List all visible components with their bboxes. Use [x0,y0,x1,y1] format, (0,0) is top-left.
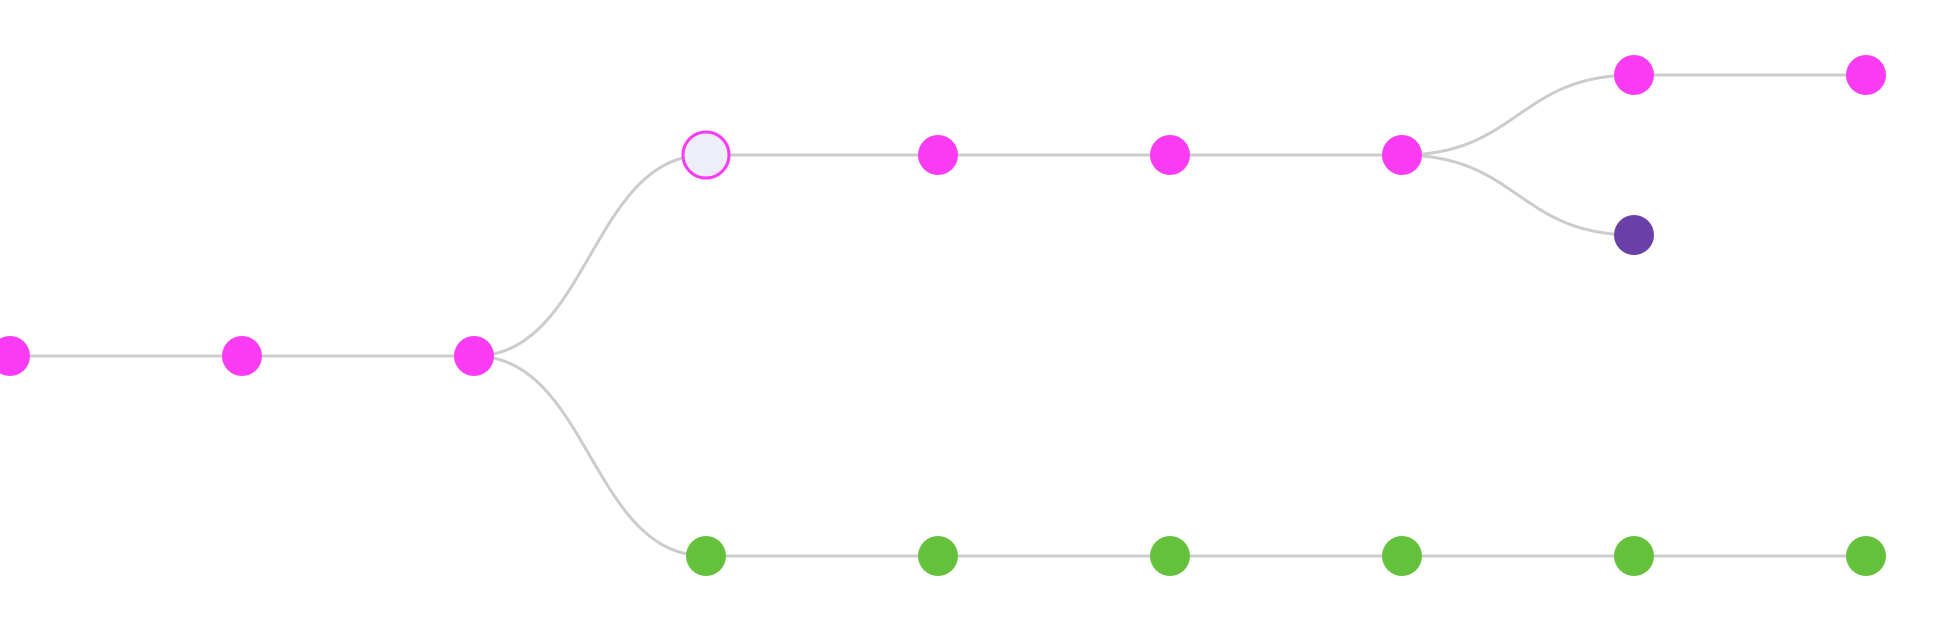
commit-node-m2[interactable] [222,336,262,376]
commit-graph-nodes [0,55,1886,576]
commit-node-t1-selected[interactable] [681,130,731,180]
commit-node-m3[interactable] [454,336,494,376]
edge-t4-u1 [1401,73,1635,157]
commit-node-g5[interactable] [1614,536,1654,576]
edge-t4-s1 [1401,153,1635,237]
commit-node-g6[interactable] [1846,536,1886,576]
commit-node-s1[interactable] [1614,215,1654,255]
commit-node-t4[interactable] [1382,135,1422,175]
edge-m3-g1 [473,354,707,558]
commit-node-g3[interactable] [1150,536,1190,576]
commit-node-u2[interactable] [1846,55,1886,95]
commit-graph-edges [10,73,1866,558]
edge-m3-t1 [473,153,707,358]
commit-node-u1[interactable] [1614,55,1654,95]
commit-node-t3[interactable] [1150,135,1190,175]
commit-node-g4[interactable] [1382,536,1422,576]
commit-node-g2[interactable] [918,536,958,576]
commit-node-g1[interactable] [686,536,726,576]
commit-node-t2[interactable] [918,135,958,175]
commit-node-m1[interactable] [0,336,30,376]
